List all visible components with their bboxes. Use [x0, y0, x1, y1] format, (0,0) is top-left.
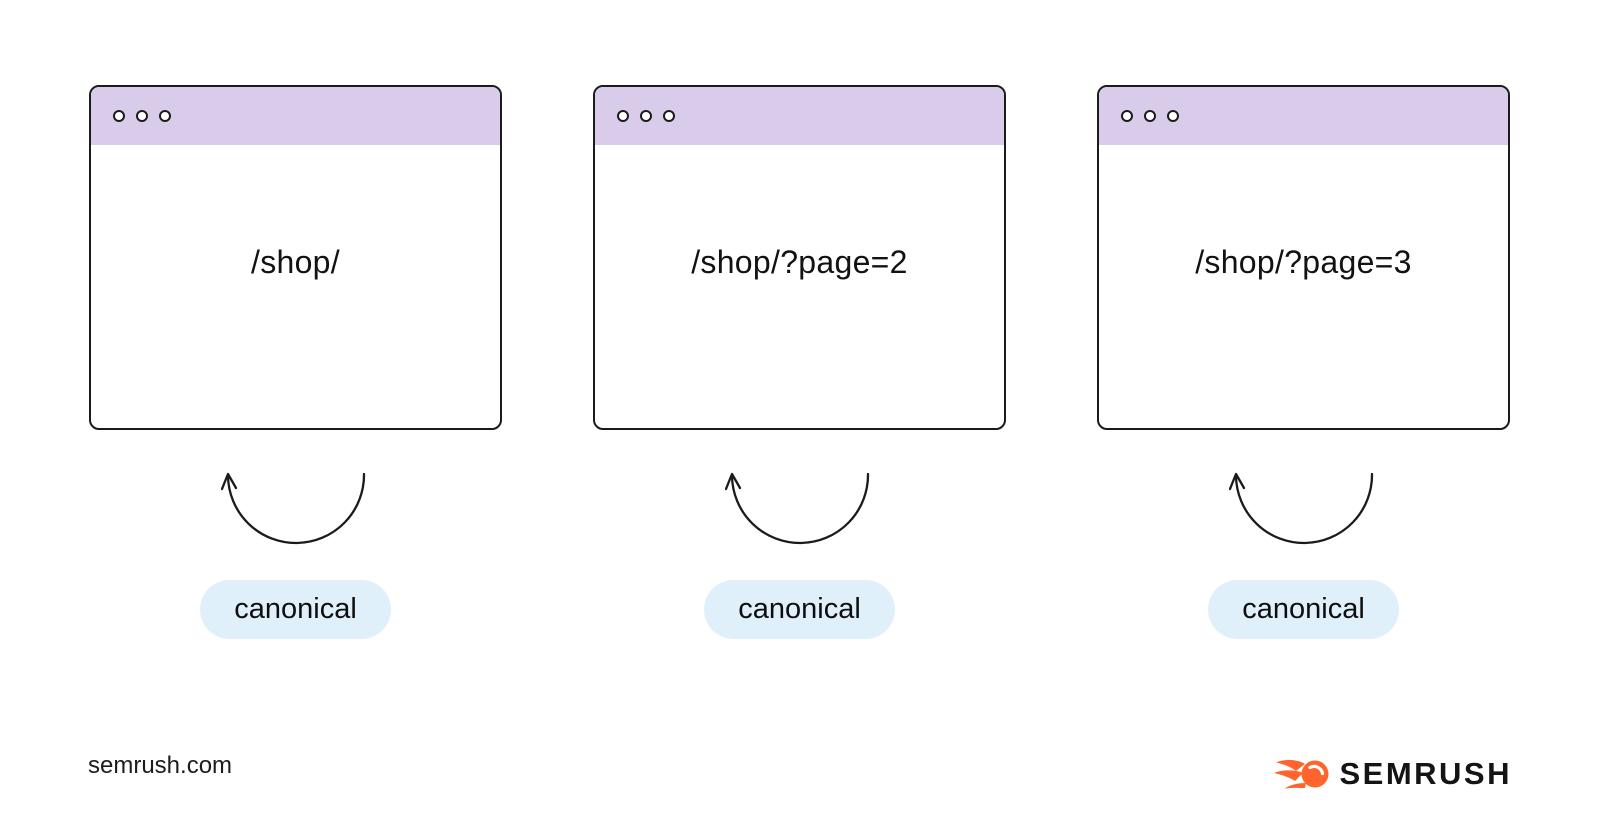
page-url: /shop/?page=3 — [1195, 244, 1412, 280]
window-content: /shop/ — [91, 145, 500, 428]
browser-window: /shop/ — [89, 85, 502, 430]
window-control-dot — [113, 110, 125, 122]
semrush-wordmark: SEMRUSH — [1339, 756, 1512, 791]
window-control-dot — [640, 110, 652, 122]
canonical-badge: canonical — [704, 580, 895, 639]
window-titlebar — [91, 87, 500, 145]
window-content: /shop/?page=3 — [1099, 145, 1508, 428]
canonical-arrow-icon — [1228, 472, 1373, 545]
window-control-dot — [1167, 110, 1179, 122]
window-control-dot — [1144, 110, 1156, 122]
canonical-badge: canonical — [1208, 580, 1399, 639]
browser-window: /shop/?page=3 — [1097, 85, 1510, 430]
window-control-dot — [617, 110, 629, 122]
canonical-badge: canonical — [200, 580, 391, 639]
browser-window: /shop/?page=2 — [593, 85, 1006, 430]
semrush-flame-icon — [1274, 760, 1329, 789]
window-control-dot — [1121, 110, 1133, 122]
window-titlebar — [595, 87, 1004, 145]
window-titlebar — [1099, 87, 1508, 145]
page-group-shop-page2: /shop/?page=2 canonical — [593, 0, 1006, 639]
window-control-dot — [136, 110, 148, 122]
page-url: /shop/?page=2 — [691, 244, 908, 280]
semrush-logo: SEMRUSH — [1274, 756, 1512, 792]
page-url: /shop/ — [251, 244, 340, 280]
window-control-dot — [159, 110, 171, 122]
page-group-shop: /shop/ canonical — [89, 0, 502, 639]
canonical-arrow-icon — [724, 472, 869, 545]
window-control-dot — [663, 110, 675, 122]
page-group-shop-page3: /shop/?page=3 canonical — [1097, 0, 1510, 639]
window-content: /shop/?page=2 — [595, 145, 1004, 428]
source-site-label: semrush.com — [88, 752, 233, 779]
canonical-arrow-icon — [220, 472, 365, 545]
